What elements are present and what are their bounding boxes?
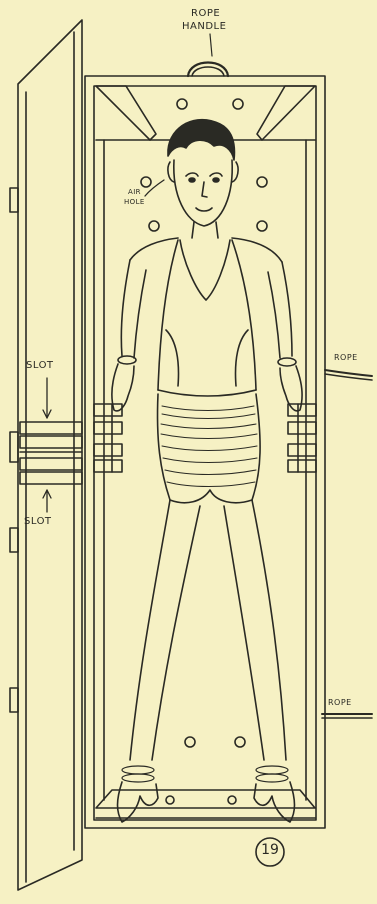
rope-handle-label-line1: ROPE: [191, 8, 220, 19]
rope-label-upper: ROPE: [334, 352, 358, 363]
rope-handle-label-line2: HANDLE: [182, 21, 226, 32]
page-number: 19: [257, 842, 283, 858]
slot-label-lower: SLOT: [24, 516, 52, 527]
door-slot-blocks: [20, 422, 82, 484]
slot-label-upper: SLOT: [26, 360, 54, 371]
open-door: [10, 20, 82, 890]
rope-handle: [188, 63, 228, 77]
box-frame: [85, 76, 325, 828]
side-ropes: [322, 370, 372, 718]
air-hole-label-line1: AIR: [128, 188, 141, 196]
rope-label-lower: ROPE: [328, 697, 352, 708]
air-hole-label-line2: HOLE: [124, 198, 145, 206]
figure: [112, 120, 302, 822]
